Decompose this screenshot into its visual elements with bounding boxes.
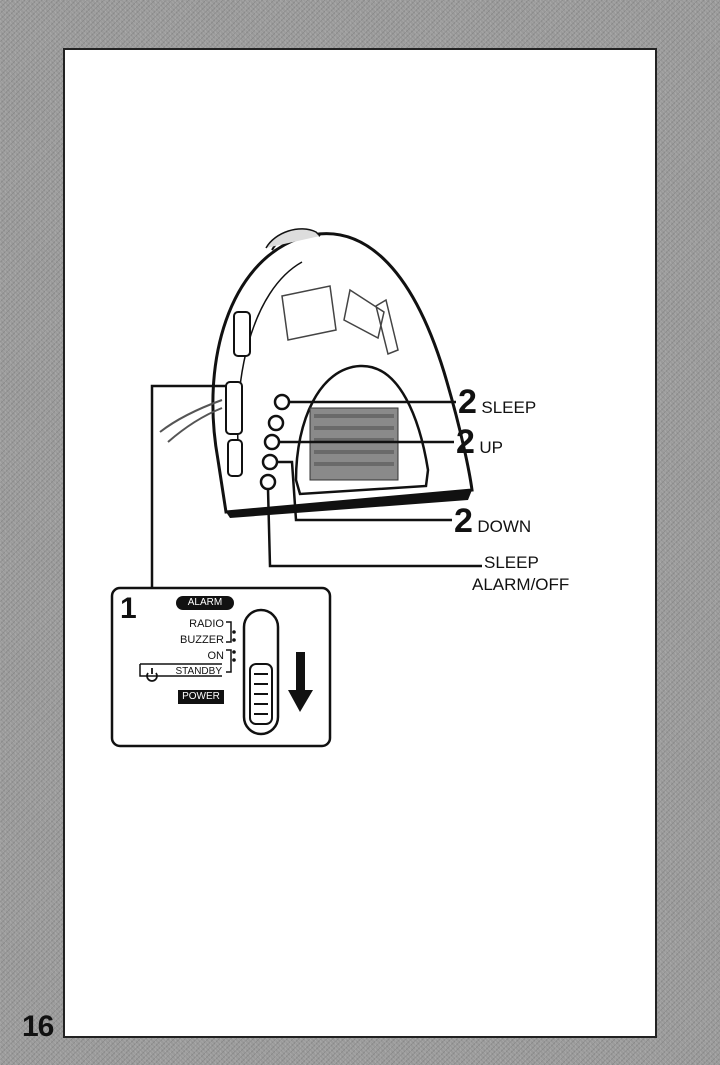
buzzer-label: BUZZER [180,634,224,646]
callout-up-step: 2 [456,423,475,461]
side-switches [225,311,251,477]
power-slider-knob [249,663,273,725]
callout-sleep: 2 SLEEP [458,383,536,422]
callout-up-label: UP [479,438,503,457]
standby-label: STANDBY [175,666,223,677]
power-footer-label: POWER [182,691,220,702]
speaker-grille [309,407,399,481]
power-icon [146,668,158,682]
leader-inset [150,384,226,588]
callout-sleep-label: SLEEP [481,398,537,417]
callout-down: 2 DOWN [454,502,531,541]
display-window [281,285,399,356]
on-label: ON [207,650,225,662]
power-cord [159,399,223,443]
radio-label: RADIO [189,618,224,630]
callout-sleep-alarm-off-line2: ALARM/OFF [472,575,570,594]
leader-sleep-alarm-off [266,488,482,568]
arrow-down-icon [288,652,313,712]
inset-step: 1 [120,592,137,625]
callout-down-label: DOWN [477,517,532,536]
callout-sleep-alarm-off-line1: SLEEP [484,553,539,572]
alarm-header-label: ALARM [187,597,223,608]
callout-up: 2 UP [456,423,503,462]
callout-sleep-alarm-off: SLEEP ALARM/OFF [472,552,569,596]
callout-down-step: 2 [454,502,473,540]
page-number: 16 [22,1010,54,1043]
page-panel [63,48,657,1038]
callout-sleep-step: 2 [458,383,477,421]
